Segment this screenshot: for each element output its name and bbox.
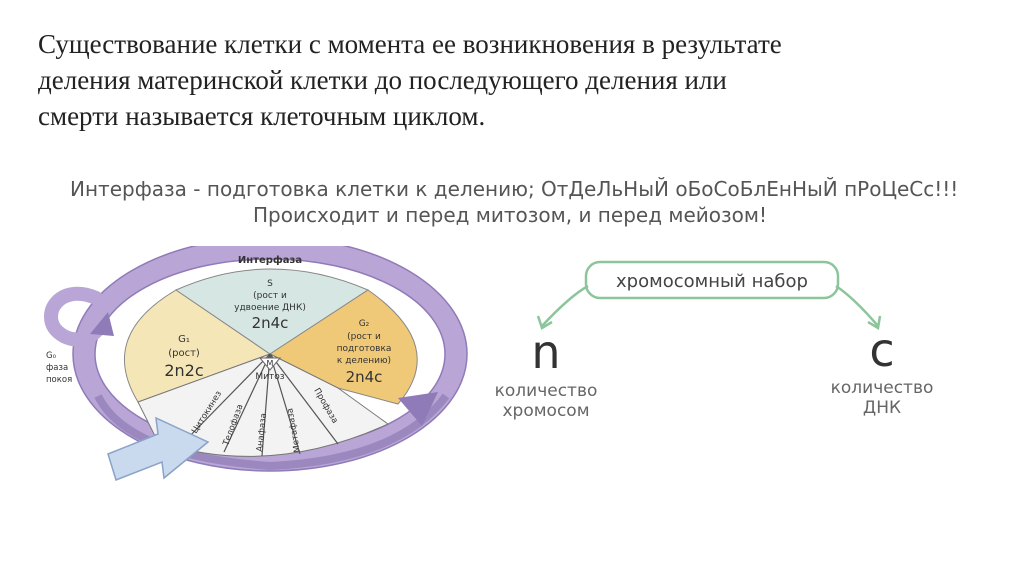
s-line1: (рост и	[253, 291, 287, 301]
g2-line3: к делению)	[337, 356, 391, 366]
intro-text: Существование клетки с момента ее возник…	[38, 26, 998, 134]
g1-formula: 2n2c	[164, 361, 203, 380]
g2-title: G₂	[359, 319, 370, 329]
mitosis-label: Митоз	[255, 372, 284, 382]
g0-line2: фаза	[46, 363, 68, 373]
chromosome-set-diagram: хромосомный набор n количество хромосом …	[480, 256, 960, 436]
g1-title: G₁	[178, 334, 190, 345]
c-line1: количество	[831, 378, 934, 398]
interphase-subtitle: Интерфаза - подготовка клетки к делению;…	[70, 176, 950, 228]
s-formula: 2n4c	[252, 314, 289, 332]
g2-line1: (рост и	[347, 332, 381, 342]
n-line1: количество	[495, 381, 598, 401]
s-line2: удвоение ДНК)	[234, 303, 306, 313]
arrow-to-c	[836, 286, 878, 326]
g0-line3: покоя	[46, 375, 72, 385]
g1-line1: (рост)	[168, 348, 200, 359]
intro-line-2: деления материнской клетки до последующе…	[38, 62, 998, 98]
n-letter: n	[531, 325, 560, 379]
cell-cycle-diagram: Интерфаза G₀ фаза покоя S (рост и удвоен…	[38, 246, 470, 498]
arrow-to-n	[542, 286, 588, 326]
subtitle-line-1: Интерфаза - подготовка клетки к делению;…	[70, 176, 950, 202]
m-title: M	[267, 359, 274, 368]
g2-line2: подготовка	[337, 344, 392, 354]
subtitle-line-2: Происходит и перед митозом, и перед мейо…	[70, 202, 950, 228]
c-letter: c	[869, 323, 894, 377]
chromosome-set-label: хромосомный набор	[616, 271, 808, 292]
n-line2: хромосом	[502, 401, 589, 421]
g2-formula: 2n4c	[346, 368, 383, 386]
interphase-label: Интерфаза	[238, 254, 302, 266]
c-line2: ДНК	[863, 398, 901, 418]
intro-line-1: Существование клетки с момента ее возник…	[38, 26, 998, 62]
g0-label: G₀	[46, 351, 57, 361]
s-title: S	[267, 279, 273, 289]
intro-line-3: смерти называется клеточным циклом.	[38, 98, 998, 134]
